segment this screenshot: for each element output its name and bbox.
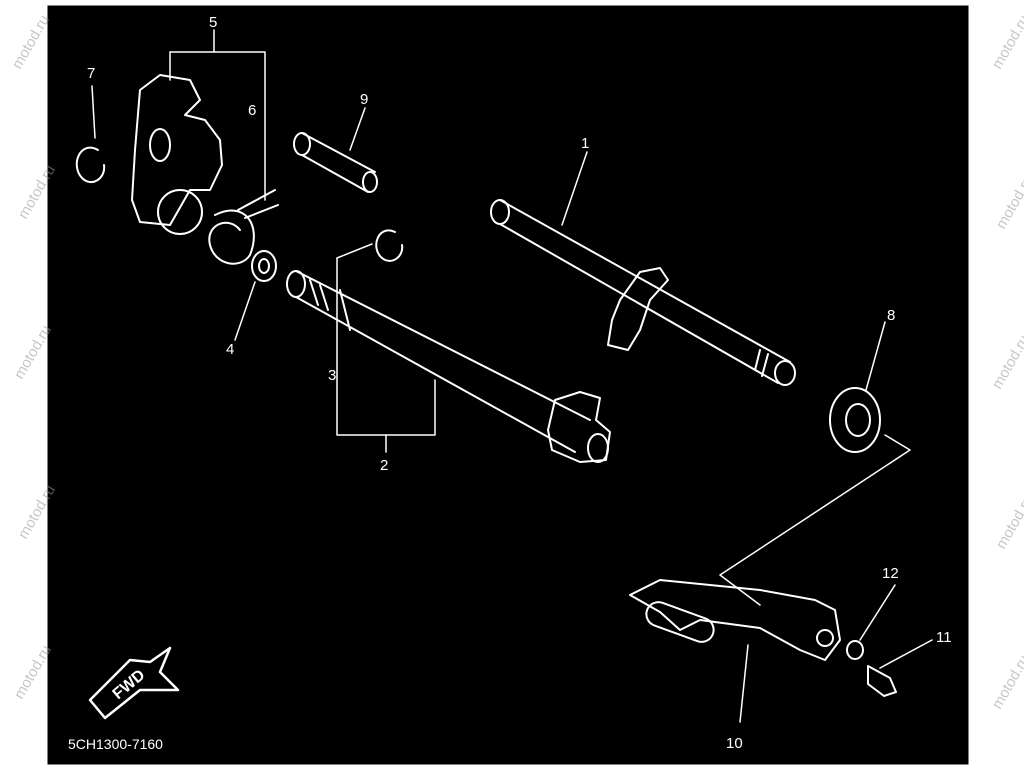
- oil-seal-part: [829, 387, 881, 453]
- leader-lines: [91, 29, 933, 723]
- callout-8: 8: [887, 307, 895, 324]
- circlip-small-part: [375, 229, 404, 262]
- callout-6: 6: [248, 102, 256, 119]
- callout-5: 5: [209, 14, 217, 31]
- callout-12: 12: [882, 565, 899, 582]
- diagram-frame: [44, 2, 972, 768]
- callout-3: 3: [328, 367, 336, 384]
- part-code: 5CH1300-7160: [68, 736, 163, 752]
- callout-10: 10: [726, 735, 743, 752]
- stopper-lever-part: [131, 74, 279, 265]
- callout-4: 4: [226, 341, 234, 358]
- shaft-assembly-part: [286, 270, 611, 463]
- washer-part: [251, 250, 277, 282]
- shift-pedal-part: [629, 579, 841, 661]
- bolt-part: [846, 640, 897, 697]
- callout-9: 9: [360, 91, 368, 108]
- callout-labels: 1 2 3 4 5 6 7 8 9 10 11 12: [87, 14, 952, 752]
- callout-2: 2: [380, 457, 388, 474]
- circlip-part: [75, 146, 106, 184]
- fwd-arrow-icon: [88, 646, 180, 720]
- shift-shaft-part: [490, 199, 796, 386]
- callout-11: 11: [936, 629, 952, 646]
- callout-1: 1: [581, 135, 589, 152]
- callout-7: 7: [87, 65, 95, 82]
- pin-part: [293, 132, 378, 193]
